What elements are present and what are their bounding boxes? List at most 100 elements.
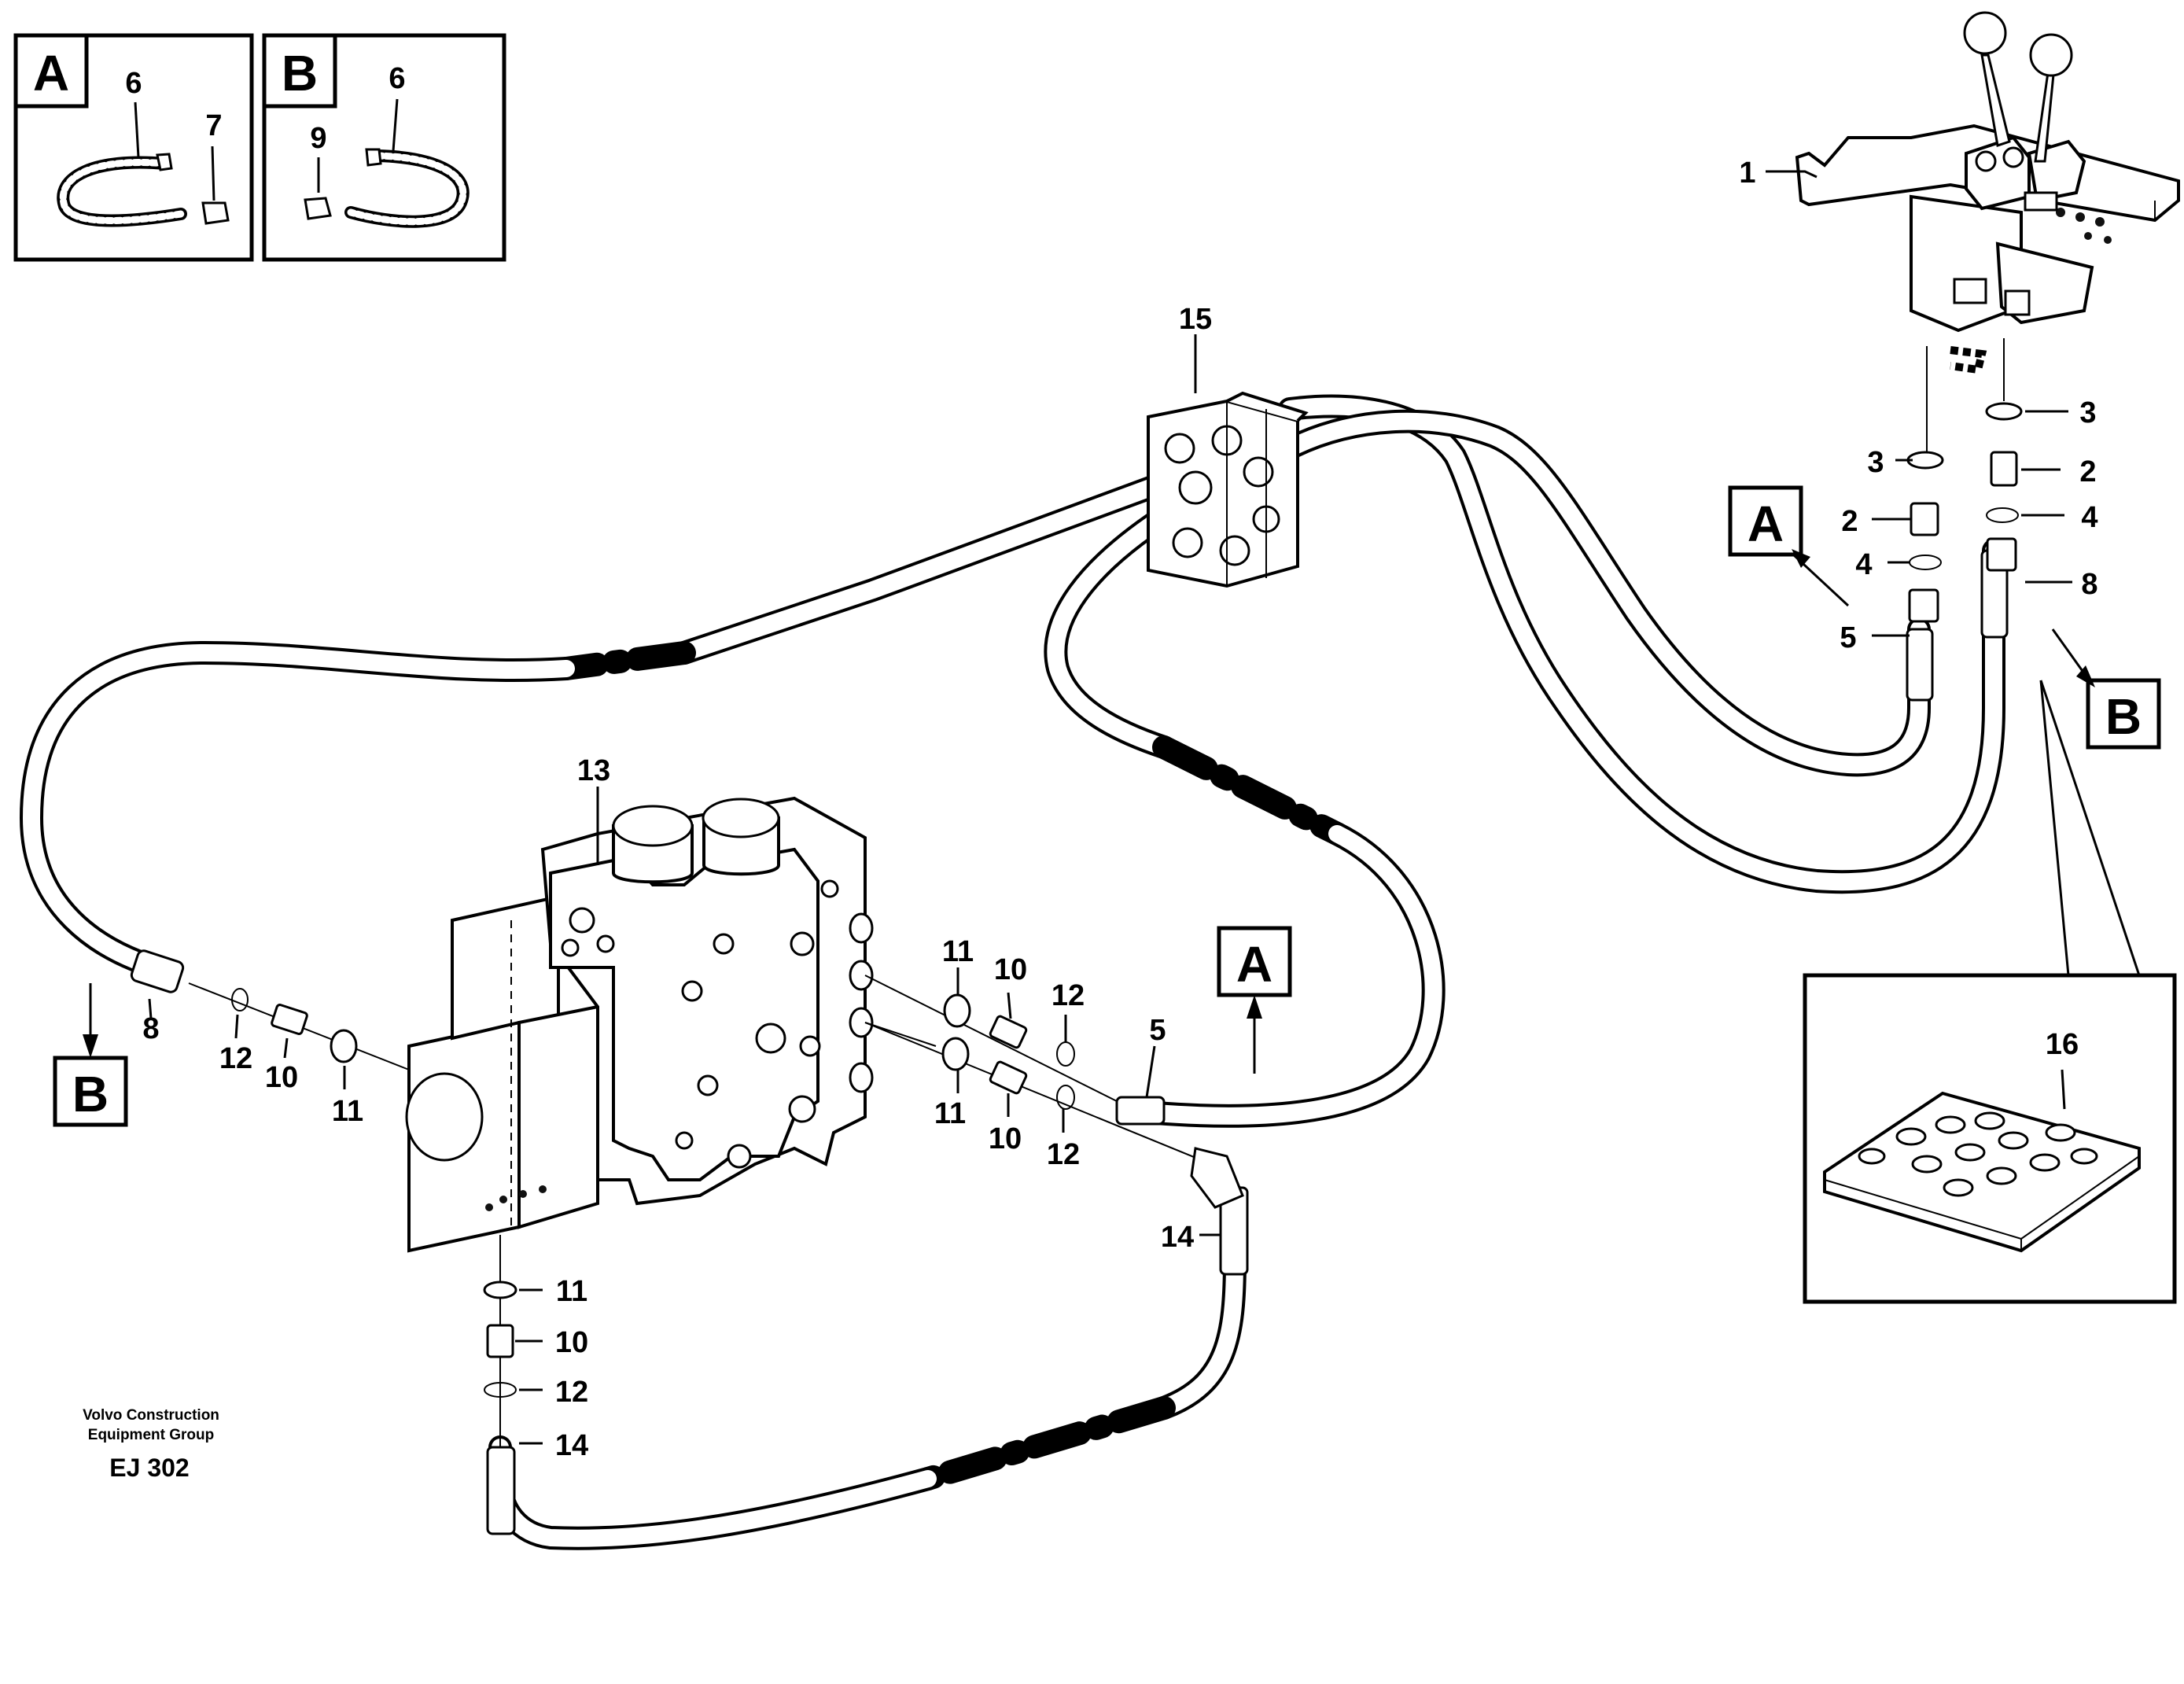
detail-16-leader bbox=[2061, 1069, 2066, 1110]
sleeve-14-bottom bbox=[486, 1446, 516, 1535]
inset-a-harness bbox=[57, 153, 230, 227]
lever-cable-stub bbox=[1950, 346, 1987, 374]
hose-14-break bbox=[916, 1396, 1176, 1491]
callout-13: 13 bbox=[577, 754, 610, 787]
view-ref-b-lever-box bbox=[2086, 678, 2161, 750]
callout-11-lower: 11 bbox=[934, 1097, 966, 1130]
valve-left-fitting-stack bbox=[188, 982, 410, 1070]
callout-8-valve: 8 bbox=[142, 1012, 159, 1045]
grommet-15 bbox=[1147, 391, 1309, 588]
callout-14-bottom: 14 bbox=[555, 1429, 588, 1462]
grommet-plate-16 bbox=[1823, 1091, 2141, 1253]
callout-10-upper: 10 bbox=[994, 953, 1027, 986]
nipple-10-left bbox=[271, 1004, 308, 1035]
nipple-2-right bbox=[1990, 451, 2018, 487]
valve-right-fitting-stack bbox=[864, 975, 1244, 1209]
oring-4-left bbox=[1909, 555, 1942, 570]
callout-1: 1 bbox=[1739, 157, 1755, 190]
valve-bottom-fitting-stack bbox=[483, 1235, 517, 1447]
callout-11-upper: 11 bbox=[942, 935, 974, 968]
view-ref-a-lever-letter: A bbox=[1748, 496, 1784, 552]
control-valve-block bbox=[405, 796, 937, 1253]
callout-2-right: 2 bbox=[2079, 455, 2096, 488]
washer-11-bottom bbox=[483, 1281, 517, 1299]
detail-16 bbox=[1803, 680, 2177, 1304]
hose-sleeves bbox=[130, 549, 2009, 1535]
document-footer: Volvo Construction Equipment Group EJ 30… bbox=[83, 1407, 219, 1482]
callout-labels: 1 3 3 2 2 4 4 8 5 15 13 8 12 10 11 11 10… bbox=[142, 157, 2097, 1462]
callout-2-left: 2 bbox=[1841, 505, 1858, 538]
inset-b-harness bbox=[304, 148, 470, 228]
nipple-10-bottom bbox=[486, 1324, 514, 1358]
washer-3-left bbox=[1906, 451, 1944, 470]
inset-b-leader-6 bbox=[392, 98, 399, 152]
inset-b-letter-box bbox=[262, 33, 337, 109]
callout-4-left: 4 bbox=[1855, 548, 1872, 581]
view-ref-a-lever-box bbox=[1728, 485, 1803, 557]
view-ref-a-valve: A bbox=[1217, 926, 1292, 1074]
inset-a: A 6 7 bbox=[13, 33, 254, 262]
callout-12-left: 12 bbox=[219, 1042, 252, 1075]
sleeve-5-lever bbox=[1906, 628, 1934, 702]
inset-b: B 6 9 bbox=[262, 33, 506, 262]
control-lever-unit bbox=[1795, 11, 2180, 333]
inset-a-label-7: 7 bbox=[205, 109, 222, 142]
inset-a-letter-box bbox=[13, 33, 89, 109]
hose-8-break bbox=[554, 641, 696, 680]
callout-5-lever: 5 bbox=[1840, 621, 1856, 654]
washer-11-upper bbox=[943, 993, 971, 1028]
elbow-14 bbox=[1190, 1147, 1244, 1209]
washer-3-right bbox=[1985, 402, 2023, 421]
oring-12-lower bbox=[1056, 1085, 1075, 1110]
nut-8-right bbox=[1986, 537, 2017, 572]
inset-a-leader-7 bbox=[211, 146, 215, 201]
view-ref-b-valve-letter: B bbox=[72, 1066, 109, 1122]
detail-16-frame bbox=[1803, 973, 2177, 1304]
callout-14-elbow: 14 bbox=[1161, 1221, 1194, 1254]
callout-8-right: 8 bbox=[2081, 568, 2097, 601]
callout-3-right: 3 bbox=[2079, 396, 2096, 429]
view-ref-b-lever: B bbox=[2051, 628, 2161, 750]
hose-8-right bbox=[1278, 394, 2005, 894]
inset-a-frame bbox=[13, 33, 254, 262]
callout-12-lower: 12 bbox=[1047, 1138, 1080, 1171]
publisher-line-1: Volvo Construction bbox=[83, 1407, 219, 1424]
oring-12-bottom bbox=[484, 1382, 517, 1398]
view-ref-a-lever: A bbox=[1728, 485, 1850, 607]
oring-4-right bbox=[1986, 507, 2019, 523]
callout-10-bottom: 10 bbox=[555, 1326, 588, 1359]
oring-12-upper bbox=[1056, 1041, 1075, 1067]
callout-10-left: 10 bbox=[265, 1061, 298, 1094]
inset-b-frame bbox=[262, 33, 506, 262]
inset-a-letter: A bbox=[33, 45, 69, 101]
hose-5-right bbox=[1278, 409, 1931, 777]
callout-11-left: 11 bbox=[332, 1095, 363, 1128]
nipple-10-upper bbox=[989, 1015, 1028, 1049]
sleeve-8-valve bbox=[130, 949, 185, 993]
callout-leaders bbox=[148, 170, 2072, 1445]
hose-routing bbox=[19, 394, 2005, 1550]
detail-16-leader-a bbox=[2039, 680, 2070, 976]
figure-code: EJ 302 bbox=[109, 1454, 189, 1482]
callout-12-bottom: 12 bbox=[555, 1376, 588, 1409]
hose-5-break bbox=[1152, 735, 1349, 846]
callout-3-left: 3 bbox=[1867, 446, 1884, 479]
callout-4-right: 4 bbox=[2081, 501, 2097, 534]
view-ref-b-valve: B bbox=[53, 983, 128, 1127]
inset-b-label-9: 9 bbox=[310, 122, 326, 155]
detail-16-leader-b bbox=[2039, 680, 2141, 976]
publisher-line-2: Equipment Group bbox=[88, 1427, 214, 1443]
nut-5-left bbox=[1908, 588, 1939, 623]
nipple-10-lower bbox=[989, 1060, 1028, 1095]
view-ref-a-valve-letter: A bbox=[1236, 936, 1272, 993]
callout-16: 16 bbox=[2046, 1028, 2079, 1061]
sleeve-5-valve bbox=[1115, 1096, 1166, 1126]
washer-11-left bbox=[330, 1029, 358, 1063]
callout-15: 15 bbox=[1179, 303, 1212, 336]
callout-11-bottom: 11 bbox=[556, 1275, 587, 1308]
inset-b-label-6: 6 bbox=[389, 62, 405, 95]
oring-12-left bbox=[231, 988, 249, 1012]
inset-a-label-6: 6 bbox=[125, 67, 142, 100]
